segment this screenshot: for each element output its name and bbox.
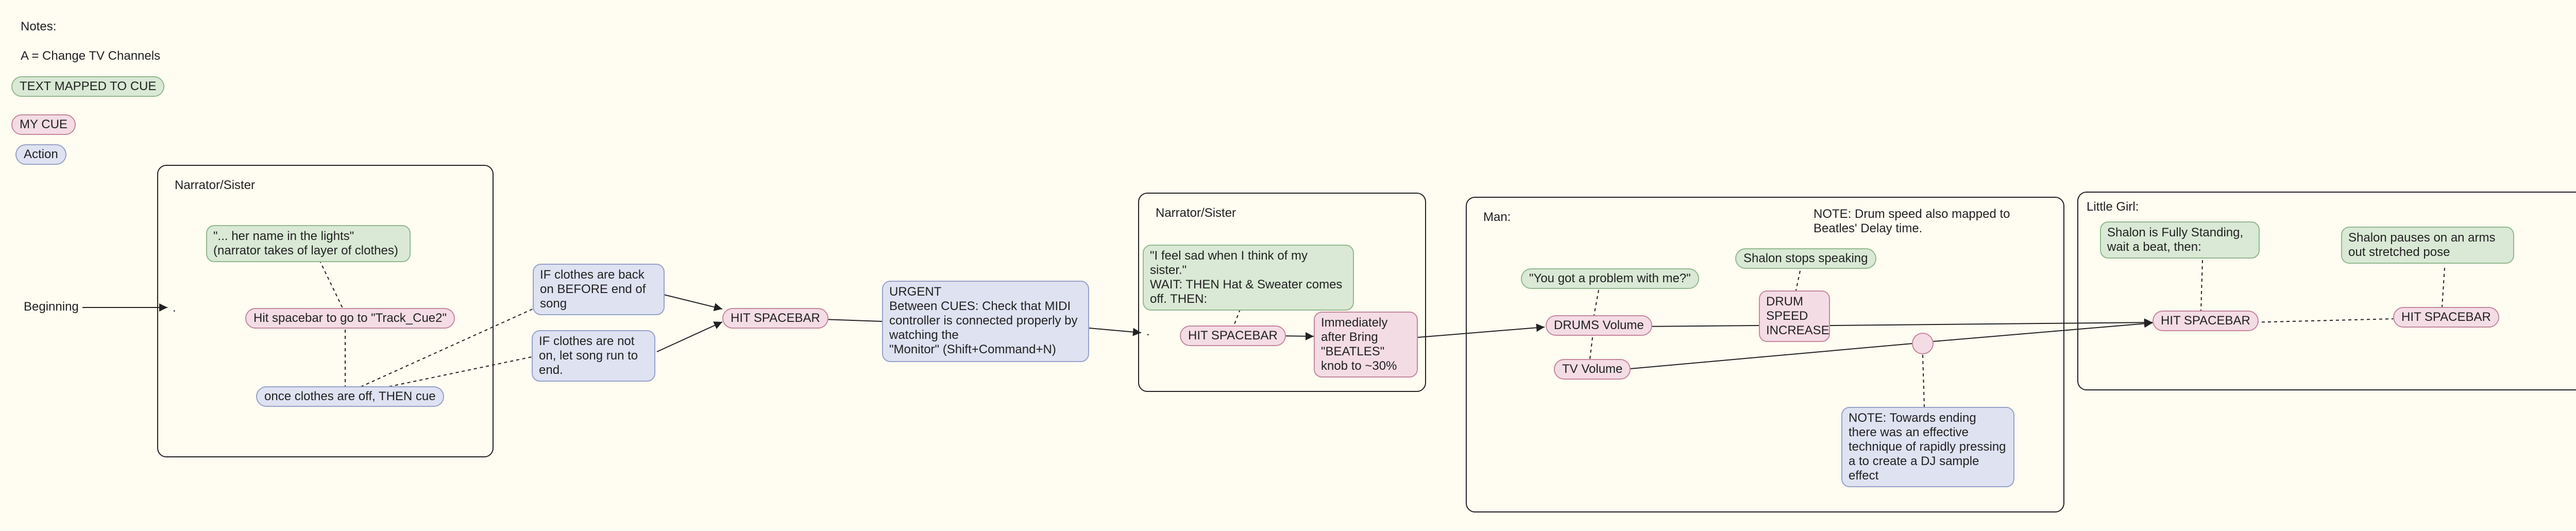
dash-circle-note bbox=[1922, 354, 1925, 407]
dash-hername-cue2 bbox=[319, 260, 343, 309]
node-hit-spacebar-1: HIT SPACEBAR bbox=[722, 308, 828, 329]
node-her-name: "... her name in the lights" (narrator t… bbox=[206, 225, 411, 262]
frame-narrator-sister-2: Narrator/Sister . bbox=[1138, 193, 1426, 392]
dash-standing-hit3 bbox=[2200, 260, 2203, 311]
node-problem-with-me: "You got a problem with me?" bbox=[1521, 268, 1699, 289]
dash-pauses-hit4 bbox=[2442, 267, 2445, 307]
arrow-circle-hit3 bbox=[1933, 319, 2153, 342]
note-towards-ending: NOTE: Towards ending there was an effect… bbox=[1841, 407, 2014, 487]
connector-tv-circle bbox=[1623, 343, 1913, 370]
dash-hit3-hit4 bbox=[2249, 318, 2394, 323]
node-hit-spacebar-4: HIT SPACEBAR bbox=[2393, 307, 2499, 328]
arrow-not-on bbox=[656, 321, 723, 352]
connector-drums-speed bbox=[1640, 325, 1759, 327]
node-tv-volume: TV Volume bbox=[1554, 359, 1631, 380]
entry-dot: . bbox=[173, 301, 176, 315]
legend-action: Action bbox=[15, 144, 66, 165]
node-hit-spacebar-2: HIT SPACEBAR bbox=[1180, 326, 1286, 346]
legend-my-cue: MY CUE bbox=[11, 114, 76, 135]
legend-note-a: A = Change TV Channels bbox=[21, 49, 161, 63]
frame-little-girl: Little Girl: bbox=[2077, 192, 2576, 390]
dash-problem-drums bbox=[1594, 289, 1599, 316]
node-fully-standing: Shalon is Fully Standing, wait a beat, t… bbox=[2100, 221, 2260, 259]
frame-man: Man: bbox=[1466, 197, 2064, 512]
node-arms-out-pose: Shalon pauses on an arms out stretched p… bbox=[2341, 227, 2514, 264]
node-feel-sad: "I feel sad when I think of my sister." … bbox=[1143, 245, 1354, 311]
note-drum-speed: NOTE: Drum speed also mapped to Beatles'… bbox=[1814, 207, 2010, 235]
node-shalon-stops: Shalon stops speaking bbox=[1735, 248, 1876, 269]
legend-text-mapped: TEXT MAPPED TO CUE bbox=[11, 76, 165, 97]
node-hit-spacebar-cue2: Hit spacebar to go to "Track_Cue2" bbox=[245, 308, 455, 329]
frame-title: Narrator/Sister bbox=[175, 178, 256, 192]
node-beatles-knob: Immediately after Bring "BEATLES" knob t… bbox=[1314, 312, 1418, 378]
node-drum-speed-increase: DRUM SPEED INCREASE bbox=[1759, 290, 1830, 342]
arrow-urgent-narrator2 bbox=[1089, 328, 1142, 336]
arrow-beatles-drums bbox=[1417, 323, 1545, 338]
beginning-label: Beginning bbox=[24, 300, 79, 314]
junction-circle bbox=[1912, 333, 1934, 354]
node-clothes-not-on: IF clothes are not on, let song run to e… bbox=[532, 330, 655, 382]
node-clothes-off: once clothes are off, THEN cue bbox=[256, 386, 444, 407]
frame-title: Man: bbox=[1483, 210, 1511, 224]
dash-clothes-noton bbox=[370, 356, 532, 391]
arrow-speed-hit3 bbox=[1829, 318, 2153, 327]
node-clothes-back-on: IF clothes are back on BEFORE end of son… bbox=[533, 264, 665, 315]
node-hit-spacebar-3: HIT SPACEBAR bbox=[2153, 311, 2259, 331]
notes-heading: Notes: bbox=[21, 20, 57, 33]
dash-clothes-backon bbox=[360, 298, 556, 387]
node-drums-volume: DRUMS Volume bbox=[1546, 315, 1652, 336]
frame-title: Narrator/Sister bbox=[1156, 206, 1236, 220]
arrow-back-on bbox=[659, 293, 723, 311]
frame-title: Little Girl: bbox=[2087, 200, 2139, 214]
node-urgent-midi-check: URGENT Between CUES: Check that MIDI con… bbox=[882, 281, 1089, 362]
entry-dot: . bbox=[1146, 324, 1150, 338]
connector-hit1-urgent bbox=[823, 319, 883, 322]
frame-narrator-sister-1: Narrator/Sister . bbox=[157, 165, 494, 457]
